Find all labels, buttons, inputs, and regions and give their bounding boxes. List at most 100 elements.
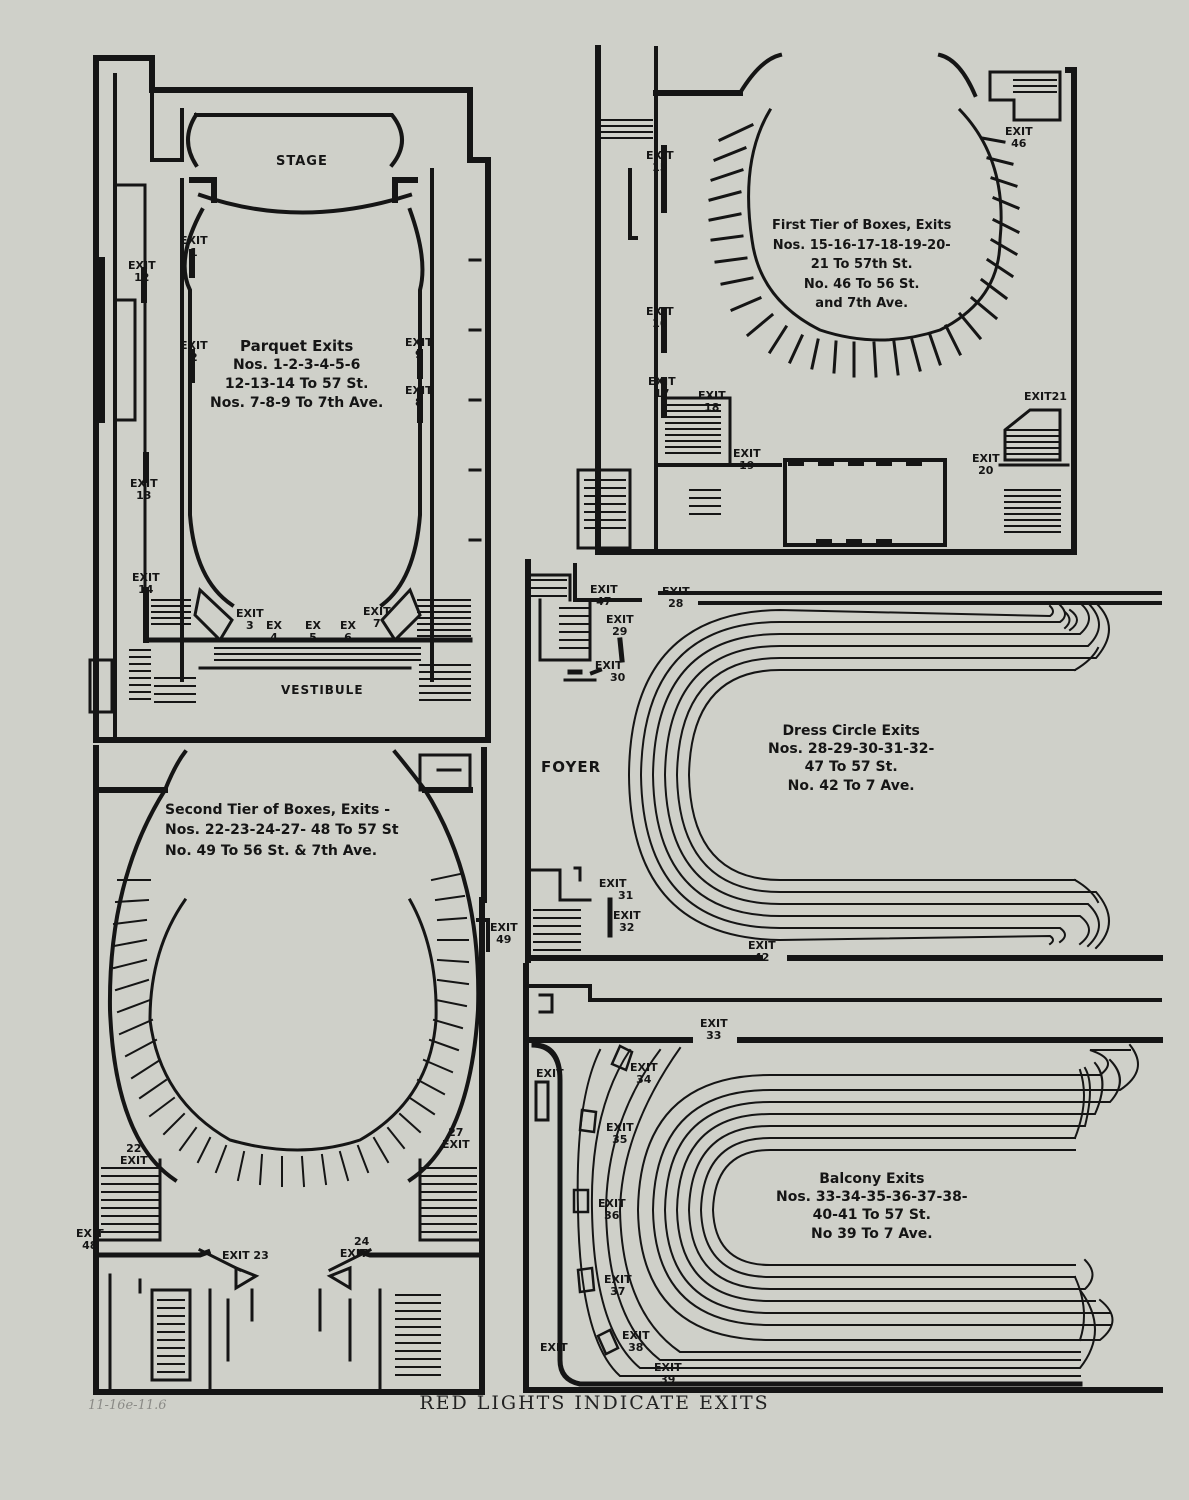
parquet-plan — [88, 55, 491, 743]
parquet-title-line-3: 12-13-14 To 57 St. — [224, 376, 369, 393]
exit-21-number: 21 — [1051, 390, 1067, 403]
exit-7-number: 7 — [372, 616, 381, 630]
parquet-title-line-2: Nos. 1-2-3-4-5-6 — [232, 357, 361, 374]
first-tier-title-line-4: No. 46 To 56 St. — [803, 276, 920, 292]
exit-8-number: 8 — [414, 395, 423, 409]
exit-2-number: 2 — [189, 350, 198, 364]
exit-6-number: 6 — [344, 630, 352, 644]
foyer-label: FOYER — [541, 758, 602, 776]
exit-21-label: EXIT21 — [1024, 390, 1067, 403]
second-tier-plan — [93, 745, 490, 1395]
exit-29-number: 29 — [612, 624, 628, 638]
exit-28-number: 28 — [668, 596, 684, 610]
exit-13-number: 13 — [136, 488, 152, 502]
exit-23-number: 23 — [253, 1249, 269, 1262]
first-tier-title-line-5: and 7th Ave. — [815, 296, 909, 311]
exit-1-number: 1 — [189, 245, 198, 259]
balcony-plan — [523, 963, 1163, 1393]
dress-circle-title: Dress Circle Exits Nos. 28-29-30-31-32- … — [768, 722, 934, 795]
exit-27-number: 27 — [448, 1126, 464, 1139]
exit-24-number: 24 — [354, 1235, 370, 1248]
first-tier-title-line-3: 21 To 57th St. — [810, 257, 913, 272]
exit-3-number: 3 — [245, 618, 254, 632]
second-tier-title: Second Tier of Boxes, Exits - Nos. 22-23… — [165, 800, 399, 861]
vestibule-label: VESTIBULE — [281, 683, 364, 697]
exit-34-number: 34 — [636, 1072, 652, 1086]
balcony-exit-lower-label: EXIT — [540, 1341, 568, 1354]
exit-17-number: 17 — [654, 386, 670, 400]
exit-20-number: 20 — [978, 463, 994, 477]
first-tier-plan — [576, 45, 1077, 555]
exit-30-number: 30 — [610, 670, 626, 684]
second-tier-title-line-2: Nos. 22-23-24-27- 48 To 57 St — [165, 822, 399, 839]
dress-circle-title-line-2: Nos. 28-29-30-31-32- — [768, 741, 935, 758]
exit-19-number: 19 — [739, 458, 755, 472]
exit-9-number: 9 — [414, 347, 423, 361]
exit-15-number: 15 — [652, 160, 668, 174]
footer-caption: RED LIGHTS INDICATE EXITS — [419, 1392, 770, 1414]
exit-14-number: 14 — [138, 582, 154, 596]
exit-39-number: 39 — [660, 1372, 676, 1386]
parquet-title-line-4: Nos. 7-8-9 To 7th Ave. — [210, 395, 384, 412]
first-tier-title-line-2: Nos. 15-16-17-18-19-20- — [772, 237, 951, 253]
exit-23-label: EXIT 23 — [222, 1249, 269, 1262]
exit-33-number: 33 — [706, 1028, 722, 1042]
balcony-title-line-3: 40-41 To 57 St. — [812, 1207, 931, 1224]
exit-4-number: 4 — [270, 630, 278, 644]
parquet-title: Parquet Exits Nos. 1-2-3-4-5-6 12-13-14 … — [210, 336, 383, 413]
exit-31-number: 31 — [618, 888, 634, 902]
stage-label: STAGE — [276, 154, 328, 169]
dress-circle-title-line-3: 47 To 57 St. — [804, 759, 898, 776]
exit-36-number: 36 — [604, 1208, 620, 1222]
exit-42-number: 42 — [754, 950, 770, 964]
exit-35-number: 35 — [612, 1132, 628, 1146]
second-tier-title-line-3: No. 49 To 56 St. & 7th Ave. — [165, 842, 378, 859]
exit-5-number: 5 — [309, 630, 317, 644]
balcony-title-line-4: No 39 To 7 Ave. — [810, 1225, 933, 1242]
exit-47-number: 47 — [596, 594, 612, 608]
archive-note: 11-16e-11.6 — [88, 1398, 167, 1413]
exit-48-number: 48 — [82, 1238, 98, 1252]
exit-37-number: 37 — [610, 1284, 626, 1298]
balcony-title-line-2: Nos. 33-34-35-36-37-38- — [776, 1189, 968, 1206]
dress-circle-title-line-4: No. 42 To 7 Ave. — [787, 777, 915, 794]
exit-18-number: 18 — [704, 400, 720, 414]
first-tier-title: First Tier of Boxes, Exits Nos. 15-16-17… — [772, 216, 951, 314]
balcony-title: Balcony Exits Nos. 33-34-35-36-37-38- 40… — [776, 1170, 968, 1243]
dress-circle-plan — [525, 559, 1163, 963]
